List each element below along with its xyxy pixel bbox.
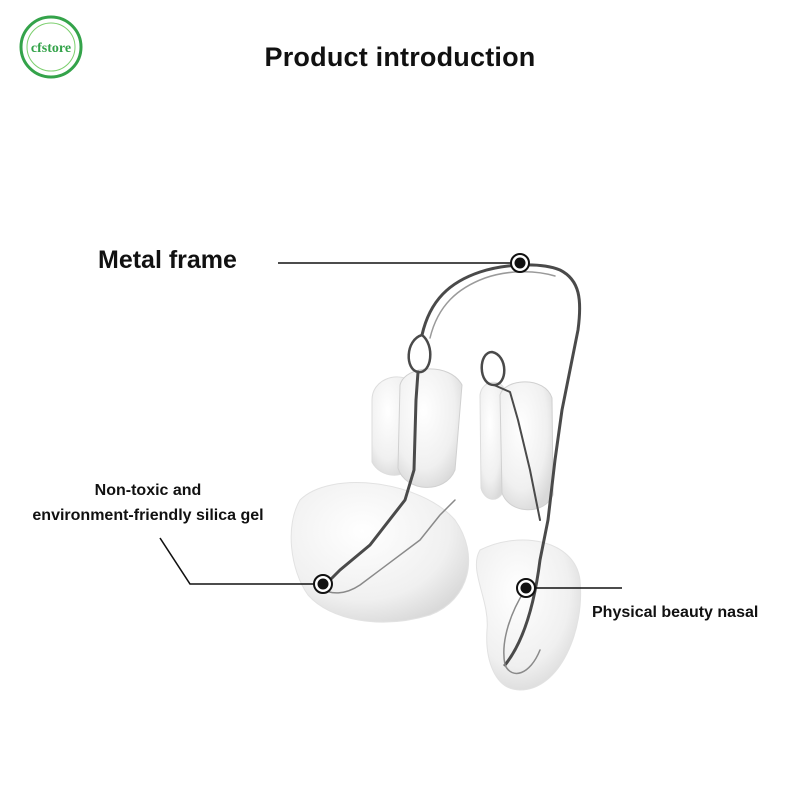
right-loop	[480, 350, 506, 387]
left-arm	[320, 370, 420, 590]
silica-gel-label: Non-toxic and environment-friendly silic…	[0, 478, 296, 528]
cfstore-logo: cfstore	[18, 14, 84, 80]
metal-frame-label: Metal frame	[98, 246, 237, 274]
left-loop	[407, 333, 432, 374]
silica-label-line1: Non-toxic and	[94, 482, 202, 499]
silica-callout-line	[159, 537, 322, 585]
metal-frame-top-arc	[420, 263, 582, 667]
left-silica-base	[290, 482, 470, 623]
silica-label-line2: environment-friendly silica gel	[32, 507, 264, 524]
logo-badge-icon: cfstore	[19, 15, 83, 79]
page-title: Product introduction	[264, 42, 536, 72]
right-small-pad	[499, 381, 554, 511]
nasal-label: Physical beauty nasal	[592, 604, 759, 621]
callout-lines	[159, 262, 622, 589]
right-arm-foot	[503, 589, 541, 675]
logo-text: cfstore	[31, 41, 71, 56]
left-small-pad	[397, 368, 463, 488]
callout-dots	[313, 253, 536, 598]
metal-frame-inner	[429, 270, 556, 339]
right-arm	[493, 384, 541, 521]
